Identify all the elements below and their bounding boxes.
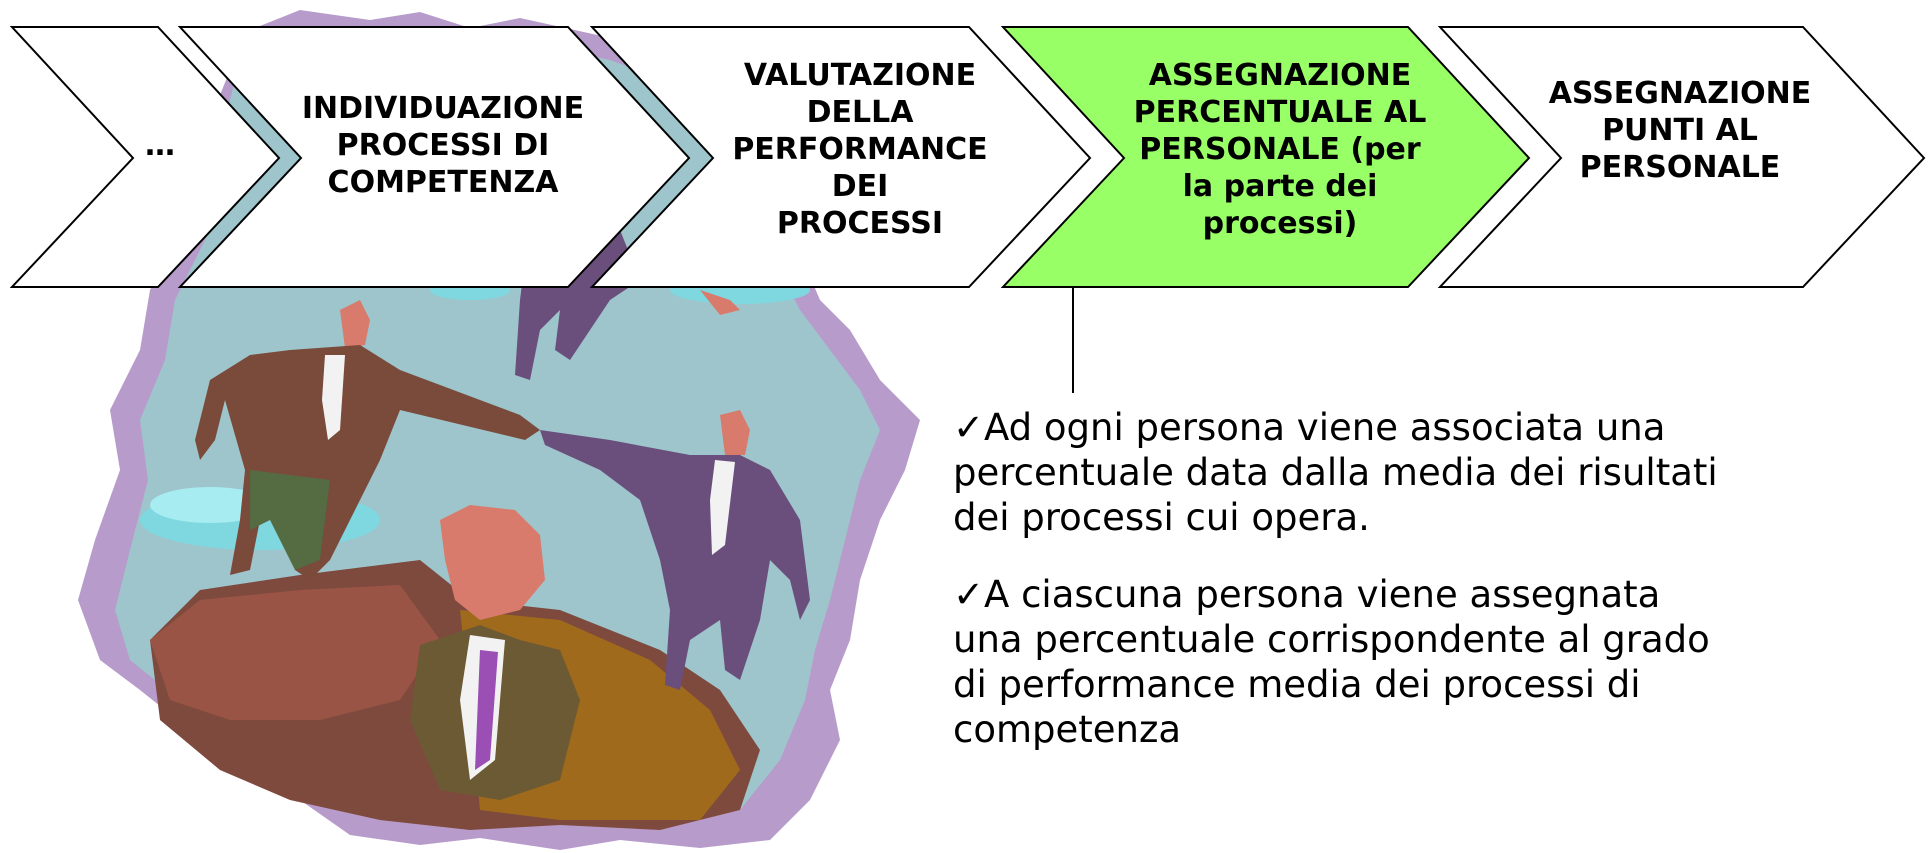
connector-line	[1072, 287, 1074, 393]
step-label-3: VALUTAZIONE DELLA PERFORMANCE DEI PROCES…	[732, 57, 988, 241]
chevron-step-1	[9, 26, 281, 288]
bullet-item-2: ✓A ciascuna persona viene assegnata una …	[953, 572, 1733, 752]
bullet-text: Ad ogni persona viene associata una perc…	[953, 406, 1718, 539]
chevron-step-5	[1437, 26, 1926, 288]
checkmark-icon: ✓	[953, 406, 985, 449]
bullet-text: A ciascuna persona viene assegnata una p…	[953, 573, 1710, 751]
chevron-step-2	[177, 26, 691, 288]
process-flow	[9, 26, 1926, 288]
step-label-5: ASSEGNAZIONE PUNTI AL PERSONALE	[1548, 75, 1812, 185]
step-label-4: ASSEGNAZIONE PERCENTUALE AL PERSONALE (p…	[1133, 57, 1427, 241]
bullet-item-1: ✓Ad ogni persona viene associata una per…	[953, 405, 1733, 540]
checkmark-icon: ✓	[953, 573, 985, 616]
bullet-list: ✓Ad ogni persona viene associata una per…	[953, 405, 1733, 784]
chevron-step-4	[1000, 26, 1531, 288]
step-label-1: …	[145, 127, 175, 163]
step-label-2: INDIVIDUAZIONE PROCESSI DI COMPETENZA	[301, 90, 585, 200]
chevron-step-3	[589, 26, 1092, 288]
